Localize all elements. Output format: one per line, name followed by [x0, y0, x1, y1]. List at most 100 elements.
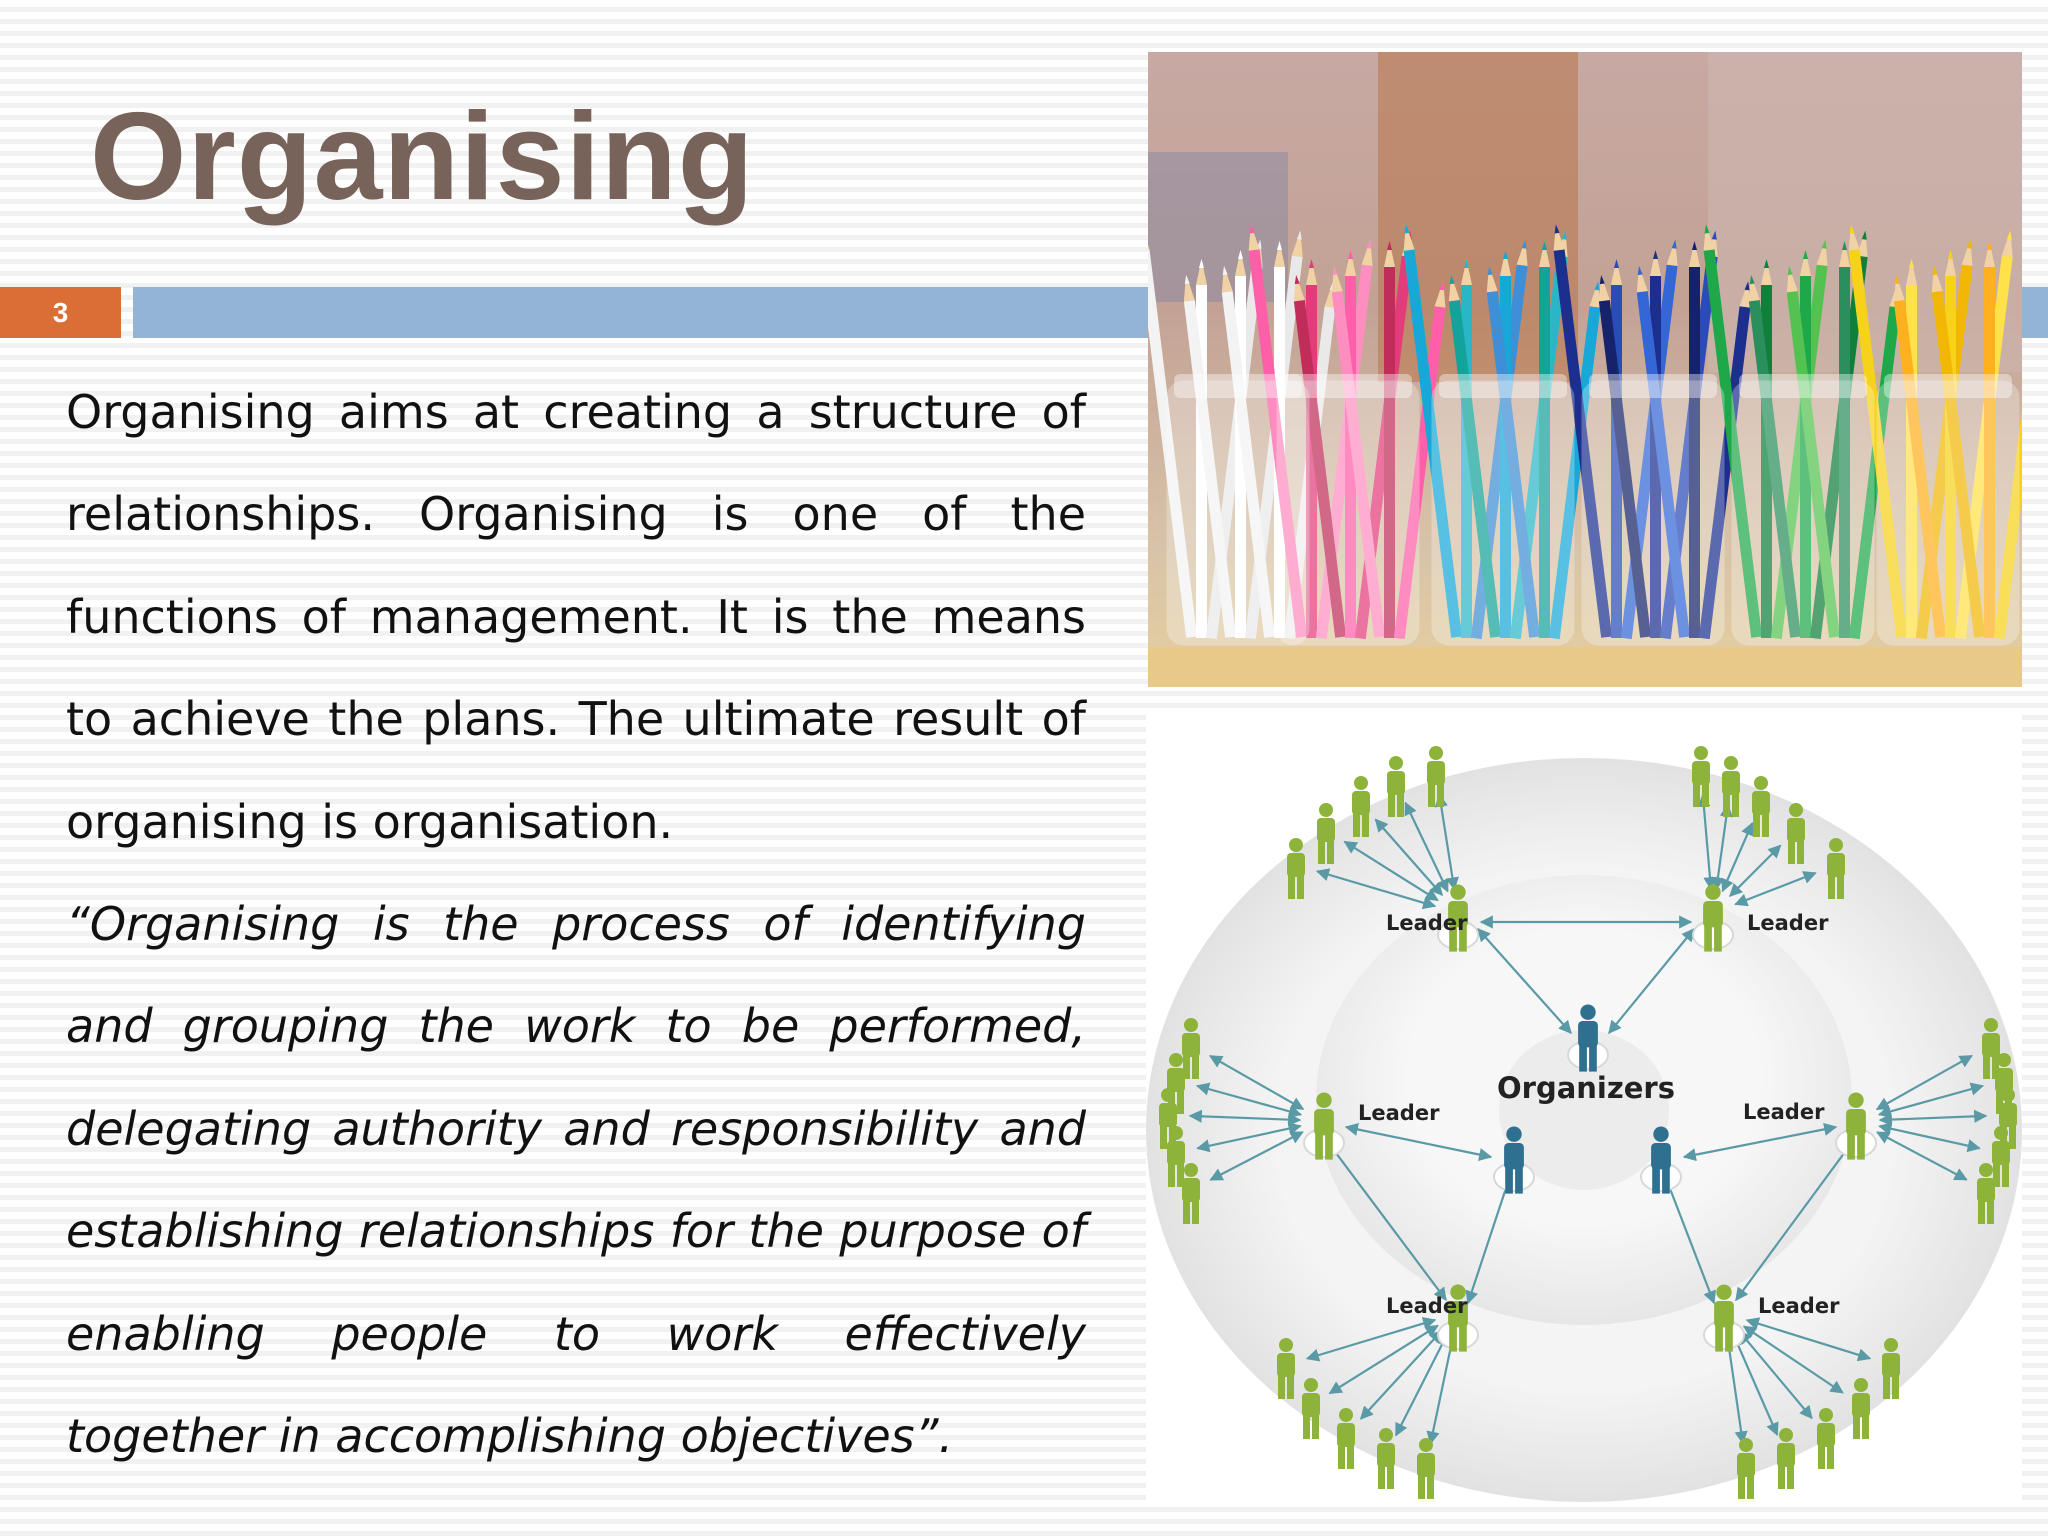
leader-top-left	[1448, 884, 1468, 952]
leader-bottom-right	[1714, 1284, 1734, 1352]
connector-arrow	[1434, 793, 1459, 891]
pencil	[1698, 281, 1751, 640]
pencil	[1183, 274, 1237, 638]
leader-mid-right	[1846, 1092, 1866, 1160]
follower-person	[1302, 1378, 1320, 1439]
follower-person	[1827, 838, 1845, 899]
pencil	[1293, 274, 1347, 638]
pencil	[1331, 265, 1386, 638]
follower-person	[1182, 1018, 1200, 1079]
follower-person	[1317, 803, 1335, 864]
follower-person	[1737, 1438, 1755, 1499]
connector-arrow	[1344, 1122, 1493, 1162]
leader-mid-left	[1314, 1092, 1334, 1160]
pencil	[1893, 274, 1947, 638]
organizers-network-diagram: Organizers Leader Leader Leader Leader L…	[1146, 746, 2022, 1502]
slide-body: Organising aims at creating a structure …	[66, 361, 1086, 1487]
leader-label-mid-right: Leader	[1743, 1100, 1825, 1124]
follower-person	[1692, 746, 1710, 807]
leader-top-right	[1703, 884, 1723, 952]
connector-arrow	[1878, 1109, 1988, 1127]
connector-arrow	[1465, 1171, 1514, 1305]
connector-arrow	[1662, 1171, 1716, 1305]
organizer-left	[1504, 1126, 1524, 1194]
definition-quote: “Organising is the process of identifyin…	[66, 897, 1086, 1464]
slide-title: Organising	[90, 88, 755, 226]
follower-person	[1977, 1163, 1995, 1224]
follower-person	[1377, 1428, 1395, 1489]
pencil	[1611, 259, 1622, 638]
pencil	[1248, 224, 1308, 638]
follower-person	[1182, 1163, 1200, 1224]
center-platform	[1499, 1030, 1669, 1190]
organizer-top	[1578, 1004, 1598, 1072]
pencil	[1448, 274, 1502, 638]
follower-person	[1882, 1338, 1900, 1399]
follower-person	[1352, 776, 1370, 837]
pencil	[1306, 259, 1317, 638]
pencil	[1486, 265, 1541, 638]
follower-person	[1427, 746, 1445, 807]
follower-person	[1752, 776, 1770, 837]
organizers-label: Organizers	[1497, 1071, 1675, 1105]
leader-label-top-left: Leader	[1386, 911, 1468, 935]
pencil	[1800, 250, 1811, 638]
pencil	[1384, 241, 1395, 638]
connector-arrow	[1608, 927, 1695, 1035]
pencil	[1703, 224, 1763, 638]
pencil	[1839, 241, 1850, 638]
glass-jar	[1731, 374, 1875, 646]
pencils-photo	[1138, 52, 2046, 687]
pencil	[1539, 241, 1550, 638]
pencil	[1461, 259, 1472, 638]
pencil	[1636, 265, 1691, 638]
follower-person	[1995, 1053, 2013, 1114]
pencil	[1196, 259, 1207, 638]
follower-person	[1287, 838, 1305, 899]
follower-person	[1167, 1053, 1185, 1114]
body-paragraph: Organising aims at creating a structure …	[66, 385, 1086, 849]
pencil	[1598, 274, 1652, 638]
pencil	[1650, 250, 1661, 638]
pencil	[1221, 265, 1276, 638]
pencil	[1848, 224, 1908, 638]
connector-arrow	[1426, 1335, 1458, 1445]
follower-person	[1777, 1428, 1795, 1489]
pencil	[1761, 259, 1772, 638]
connector-arrow	[1735, 1136, 1857, 1302]
connector-arrow	[1188, 1109, 1302, 1127]
pencil	[1235, 250, 1246, 638]
follower-person	[1992, 1126, 2010, 1187]
pencil	[1945, 250, 1956, 638]
connector-arrow	[1745, 1317, 1872, 1362]
slide-number: 3	[0, 287, 121, 338]
leader-bottom-left	[1448, 1284, 1468, 1352]
glass-jar	[1166, 374, 1310, 646]
organizers-diagram: Organizers Leader Leader Leader Leader L…	[1146, 715, 2022, 1505]
leader-label-mid-left: Leader	[1358, 1101, 1440, 1125]
pencil	[1748, 274, 1802, 638]
connector-arrow	[1697, 793, 1717, 891]
glass-jar	[1431, 374, 1575, 646]
pencil	[1548, 281, 1601, 640]
pencil	[1786, 265, 1841, 638]
pencils-illustration	[1138, 52, 2046, 687]
follower-person	[1982, 1018, 2000, 1079]
follower-person	[1167, 1126, 1185, 1187]
pencil	[1403, 224, 1463, 638]
follower-person	[1277, 1338, 1295, 1399]
leader-label-top-right: Leader	[1747, 911, 1829, 935]
connector-arrow	[1323, 1136, 1447, 1302]
connector-arrow	[1682, 1122, 1838, 1162]
follower-person	[1722, 756, 1740, 817]
pencil	[1553, 224, 1613, 638]
follower-person	[1417, 1438, 1435, 1499]
pencil	[1500, 250, 1511, 638]
connector-arrow	[1477, 928, 1572, 1034]
connector-arrow	[1209, 1131, 1304, 1181]
pencil	[1984, 241, 1995, 638]
glass-jar	[1876, 374, 2020, 646]
connector-arrow	[1734, 871, 1817, 907]
pencil	[1931, 265, 1986, 638]
pencil	[1689, 241, 1700, 638]
